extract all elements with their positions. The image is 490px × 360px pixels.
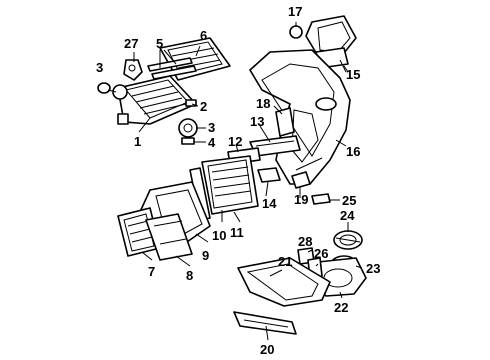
part-19-drain bbox=[291, 171, 311, 189]
callout-1: 1 bbox=[134, 134, 141, 149]
callout-24: 24 bbox=[340, 208, 355, 223]
callout-23: 23 bbox=[366, 261, 380, 276]
part-27-actuator bbox=[123, 59, 143, 81]
callout-20: 20 bbox=[260, 342, 274, 357]
part-11-evaporator-core bbox=[201, 155, 259, 215]
part-18-panel bbox=[275, 107, 295, 137]
callout-6: 6 bbox=[200, 28, 207, 43]
part-14-seal bbox=[257, 167, 281, 183]
leader-lines bbox=[107, 22, 363, 341]
callout-18: 18 bbox=[256, 96, 270, 111]
callout-13: 13 bbox=[250, 114, 264, 129]
callout-25: 25 bbox=[342, 193, 356, 208]
callout-4: 4 bbox=[208, 135, 216, 150]
callout-14: 14 bbox=[262, 196, 277, 211]
callout-19: 19 bbox=[294, 192, 308, 207]
callout-3-upper: 3 bbox=[96, 60, 103, 75]
callout-27: 27 bbox=[124, 36, 138, 51]
part-5-seal-strips bbox=[147, 57, 197, 80]
part-24-blower-wheel bbox=[333, 230, 363, 250]
part-3-grommet-upper bbox=[97, 82, 111, 94]
part-2-clip bbox=[185, 99, 197, 107]
callout-2: 2 bbox=[200, 99, 207, 114]
part-4-screw bbox=[181, 137, 195, 145]
part-20-floor-duct bbox=[233, 311, 297, 335]
callout-3-lower: 3 bbox=[208, 120, 215, 135]
callout-5: 5 bbox=[156, 36, 163, 51]
part-21-air-duct bbox=[237, 257, 331, 307]
callout-7: 7 bbox=[148, 264, 155, 279]
callout-8: 8 bbox=[186, 268, 193, 283]
part-3-actuator-motor bbox=[178, 118, 198, 138]
callout-28: 28 bbox=[298, 234, 312, 249]
part-25-seal bbox=[311, 193, 331, 205]
callout-17: 17 bbox=[288, 4, 302, 19]
callout-21: 21 bbox=[278, 254, 292, 269]
callout-labels: 1 2 3 3 4 5 6 7 8 9 10 11 12 13 14 15 16… bbox=[96, 4, 380, 357]
part-17-grommet bbox=[289, 25, 303, 39]
callout-9: 9 bbox=[202, 248, 209, 263]
part-15-defrost-duct bbox=[305, 15, 357, 69]
callout-16: 16 bbox=[346, 144, 360, 159]
callout-22: 22 bbox=[334, 300, 348, 315]
callout-10: 10 bbox=[212, 228, 226, 243]
callout-12: 12 bbox=[228, 134, 242, 149]
part-8-core-cover bbox=[145, 213, 193, 261]
callout-26: 26 bbox=[314, 246, 328, 261]
part-1-heater-case bbox=[112, 75, 197, 125]
part-16-hvac-housing bbox=[249, 49, 351, 185]
callout-15: 15 bbox=[346, 67, 360, 82]
callout-11: 11 bbox=[230, 225, 244, 240]
